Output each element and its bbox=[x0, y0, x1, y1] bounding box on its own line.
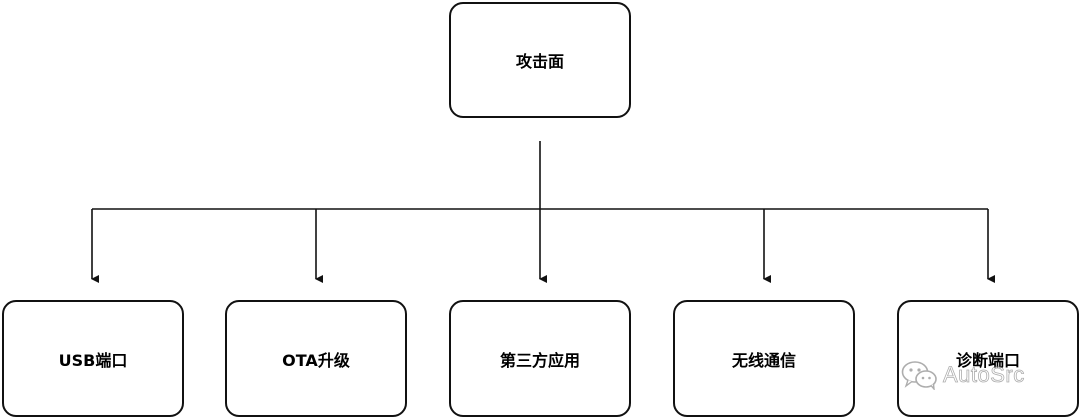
root-node-label: 攻击面 bbox=[515, 52, 564, 71]
child-node-wireless: 无线通信 bbox=[673, 300, 855, 417]
child-node-third-party-apps: 第三方应用 bbox=[449, 300, 631, 417]
child-node-label: OTA升级 bbox=[282, 350, 350, 370]
child-node-usb-port: USB端口 bbox=[2, 300, 184, 417]
root-node-attack-surface: 攻击面 bbox=[449, 2, 631, 118]
child-node-label: 无线通信 bbox=[731, 350, 796, 370]
child-node-ota-upgrade: OTA升级 bbox=[225, 300, 407, 417]
child-node-label: 诊断端口 bbox=[955, 350, 1020, 370]
child-node-diagnostic-port: 诊断端口 bbox=[897, 300, 1079, 417]
child-node-label: 第三方应用 bbox=[499, 350, 580, 370]
child-node-label: USB端口 bbox=[58, 350, 128, 370]
